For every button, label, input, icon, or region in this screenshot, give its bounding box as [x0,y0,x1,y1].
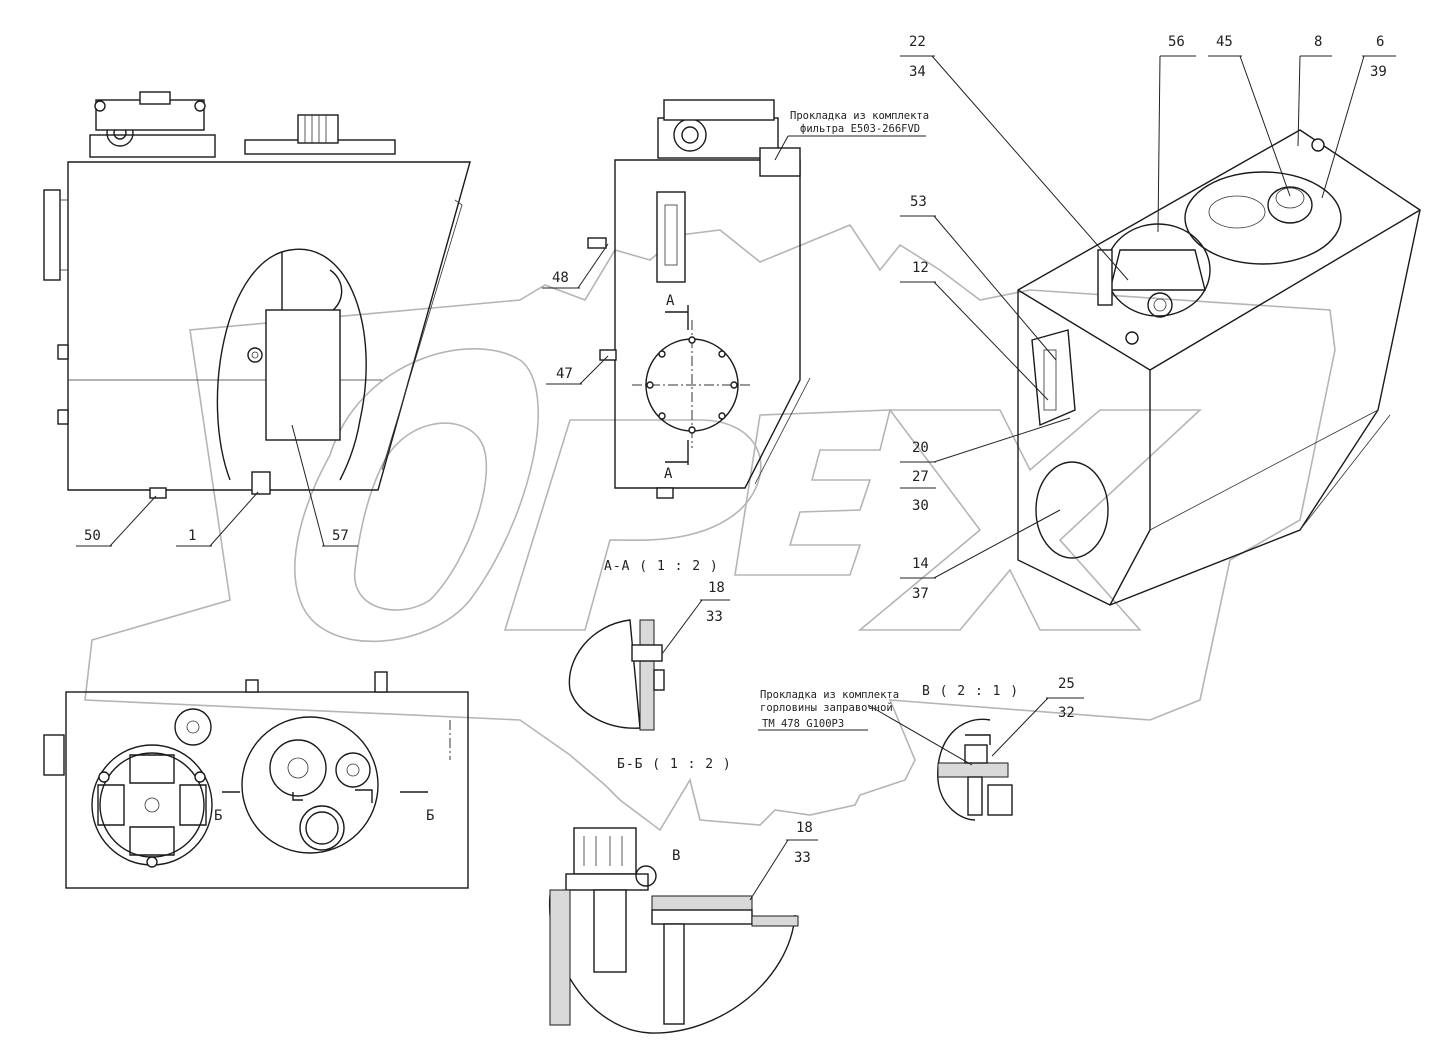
callout-45: 45 [1216,34,1233,50]
callout-57: 57 [332,528,349,544]
callout-32: 32 [1058,705,1075,721]
callout-20: 20 [912,440,929,456]
opex-watermark [84,224,1336,832]
isometric-view [1017,129,1421,606]
section-aa-detail [568,619,665,731]
cut-b-right: Б [426,808,434,824]
section-v-title: В ( 2 : 1 ) [922,684,1019,699]
callout-12: 12 [912,260,929,276]
callout-56: 56 [1168,34,1185,50]
callout-39: 39 [1370,64,1387,80]
callout-34: 34 [909,64,926,80]
callout-53: 53 [910,194,927,210]
side-view [587,99,811,499]
filter-gasket-note-line2: фильтра E503-266FVD [800,123,920,135]
callout-18-bb: 18 [796,820,813,836]
callout-1: 1 [188,528,196,544]
section-bb-title: Б-Б ( 1 : 2 ) [617,757,732,772]
callout-47: 47 [556,366,573,382]
detail-v-mark: В [672,848,680,864]
top-view [43,671,469,889]
section-aa-title: А-А ( 1 : 2 ) [604,559,719,574]
callout-25: 25 [1058,676,1075,692]
callout-6: 6 [1376,34,1384,50]
gasket-notes: Прокладка из комплекта фильтра E503-266F… [758,110,973,766]
filter-gasket-note-line1: Прокладка из комплекта [790,110,929,122]
callouts: 22 34 56 45 8 6 39 53 12 20 27 30 [76,34,1396,901]
neck-gasket-note-line1: Прокладка из комплекта [760,689,899,701]
neck-gasket-note-line3: TM 478 G100P3 [762,718,844,730]
callout-48: 48 [552,270,569,286]
callout-50: 50 [84,528,101,544]
callout-33-bb: 33 [794,850,811,866]
cut-markers: А А Б Б В [214,293,680,864]
cut-b-left: Б [214,808,222,824]
cut-a-bottom: А [664,466,673,482]
callout-22: 22 [909,34,926,50]
section-v-detail [937,718,1013,821]
callout-14: 14 [912,556,929,572]
front-view [43,91,471,499]
callout-18-aa: 18 [708,580,725,596]
callout-8: 8 [1314,34,1322,50]
callout-33-aa: 33 [706,609,723,625]
section-bb-detail [548,827,799,1034]
callout-27: 27 [912,469,929,485]
callout-37: 37 [912,586,929,602]
callout-30: 30 [912,498,929,514]
section-titles: А-А ( 1 : 2 ) Б-Б ( 1 : 2 ) В ( 2 : 1 ) [604,559,1019,772]
neck-gasket-note-line2: горловины заправочной [760,702,893,714]
cut-a-top: А [666,293,675,309]
